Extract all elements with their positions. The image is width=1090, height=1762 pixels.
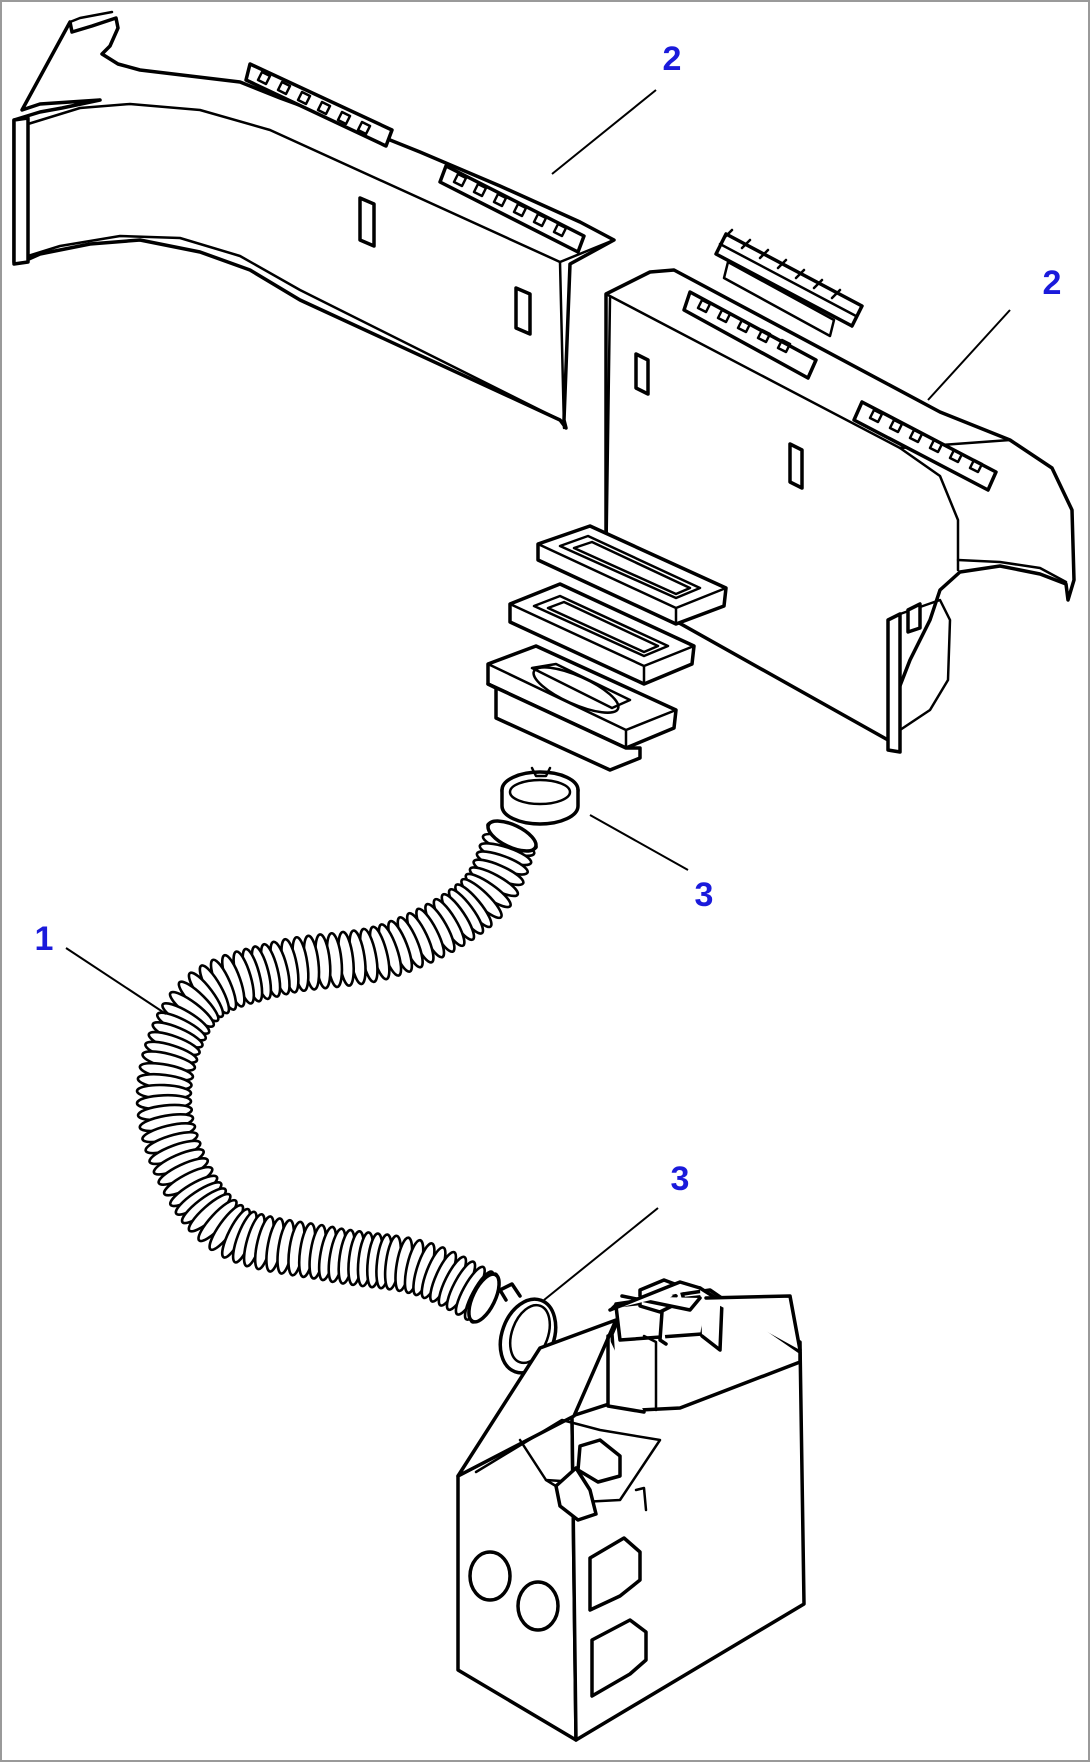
callout-label-2: 2 [663, 40, 682, 78]
register-base [486, 644, 678, 772]
leader-line [927, 309, 1011, 401]
callout-label-3: 3 [671, 1160, 690, 1198]
flexible-air-hose [135, 819, 538, 1324]
heater-unit [456, 1278, 806, 1742]
leader-lines [65, 89, 1011, 1301]
vent-grille [852, 400, 998, 492]
gasket-plate-middle [508, 582, 696, 686]
leader-line [65, 947, 167, 1015]
vent-grille [682, 290, 818, 380]
louver-insert [714, 228, 864, 338]
vent-grille [244, 62, 394, 148]
hose-clamp-upper [500, 766, 580, 826]
leader-line [589, 814, 689, 871]
duct-cover-left [12, 10, 616, 430]
callout-label-2: 2 [1043, 264, 1062, 302]
register-stack [486, 524, 728, 772]
callout-labels: 1 2 2 3 3 [35, 40, 1062, 1198]
leader-line [543, 1207, 659, 1301]
hose-end-lower [467, 1272, 501, 1324]
hose-end-upper [486, 819, 538, 853]
vent-grille [438, 164, 586, 254]
callout-label-3: 3 [695, 876, 714, 914]
duct-cover-right [604, 228, 1076, 754]
callout-label-1: 1 [35, 920, 54, 958]
leader-line [551, 89, 657, 175]
gasket-plate-top [536, 524, 728, 626]
